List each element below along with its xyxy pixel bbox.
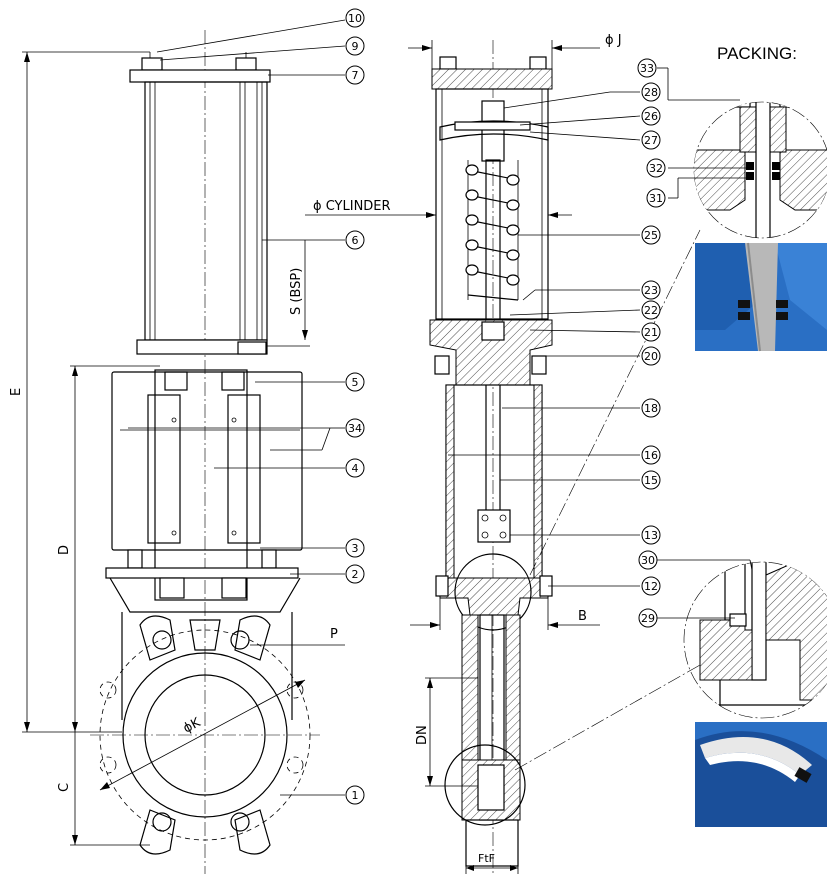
callout-18: 18	[641, 398, 661, 418]
callout-15: 15	[641, 470, 661, 490]
callout-label: 16	[644, 449, 658, 462]
dim-S: S (BSP)	[289, 268, 304, 315]
callout-label: 22	[644, 304, 658, 317]
callout-label: 20	[644, 350, 658, 363]
callout-label: 34	[348, 422, 362, 435]
callout-21: 21	[641, 322, 661, 342]
dim-FtF: FtF	[478, 852, 495, 865]
callout-2: 2	[345, 564, 365, 584]
callout-label: 31	[649, 192, 663, 205]
callout-20: 20	[641, 346, 661, 366]
packing-photo-top	[695, 242, 827, 352]
callout-label: 10	[348, 12, 362, 25]
dim-DN: DN	[415, 725, 430, 745]
packing-label: PACKING:	[717, 44, 797, 63]
callout-6: 6	[345, 230, 365, 250]
spring	[465, 160, 520, 301]
callout-label: 18	[644, 402, 658, 415]
callout-label: 2	[352, 568, 359, 581]
dim-J: ϕ J	[605, 33, 622, 48]
callout-16: 16	[641, 445, 661, 465]
dim-cylinder: ϕ CYLINDER	[313, 199, 391, 214]
callout-9: 9	[345, 36, 365, 56]
callout-label: 3	[352, 542, 359, 555]
packing-detail-top	[657, 67, 827, 239]
dim-P: P	[330, 627, 338, 642]
callout-25: 25	[641, 225, 661, 245]
callout-group: 1097653443212826272523222120181615131233…	[345, 8, 666, 805]
callout-label: 26	[644, 110, 658, 123]
callout-label: 6	[352, 234, 359, 247]
callout-label: 33	[640, 62, 654, 75]
callout-30: 30	[638, 550, 658, 570]
dim-B: B	[578, 609, 587, 624]
callout-label: 27	[644, 134, 658, 147]
callout-10: 10	[345, 8, 365, 28]
callout-label: 7	[352, 69, 359, 82]
callout-label: 12	[644, 580, 658, 593]
callout-label: 29	[641, 612, 655, 625]
callout-33: 33	[637, 58, 657, 78]
callout-26: 26	[641, 106, 661, 126]
callout-label: 15	[644, 474, 658, 487]
callout-4: 4	[345, 458, 365, 478]
callout-label: 13	[644, 529, 658, 542]
callout-label: 32	[649, 162, 663, 175]
callout-label: 9	[352, 40, 359, 53]
callout-29: 29	[638, 608, 658, 628]
callout-34: 34	[345, 418, 365, 438]
callout-31: 31	[646, 188, 666, 208]
dim-C: C	[57, 783, 72, 792]
callout-5: 5	[345, 372, 365, 392]
callout-label: 25	[644, 229, 658, 242]
dim-E: E	[9, 388, 24, 396]
callout-label: 30	[641, 554, 655, 567]
side-section-view: ϕ J ϕ CYLINDER B DN FtF	[305, 33, 701, 874]
callout-23: 23	[641, 280, 661, 300]
callout-label: 1	[352, 789, 359, 802]
callout-label: 21	[644, 326, 658, 339]
callout-label: 28	[644, 86, 658, 99]
callout-27: 27	[641, 130, 661, 150]
callout-28: 28	[641, 82, 661, 102]
callout-label: 4	[352, 462, 359, 475]
dim-K: ϕK	[181, 715, 204, 736]
callout-12: 12	[641, 576, 661, 596]
dim-D: D	[57, 545, 72, 555]
callout-3: 3	[345, 538, 365, 558]
callout-label: 23	[644, 284, 658, 297]
front-view: ϕK E D C S (BSP) P	[9, 19, 346, 874]
callout-32: 32	[646, 158, 666, 178]
callout-13: 13	[641, 525, 661, 545]
callout-1: 1	[345, 785, 365, 805]
seat-photo-bottom	[695, 722, 827, 827]
callout-7: 7	[345, 65, 365, 85]
seat-detail-bottom	[657, 559, 827, 719]
callout-22: 22	[641, 300, 661, 320]
callout-label: 5	[352, 376, 359, 389]
